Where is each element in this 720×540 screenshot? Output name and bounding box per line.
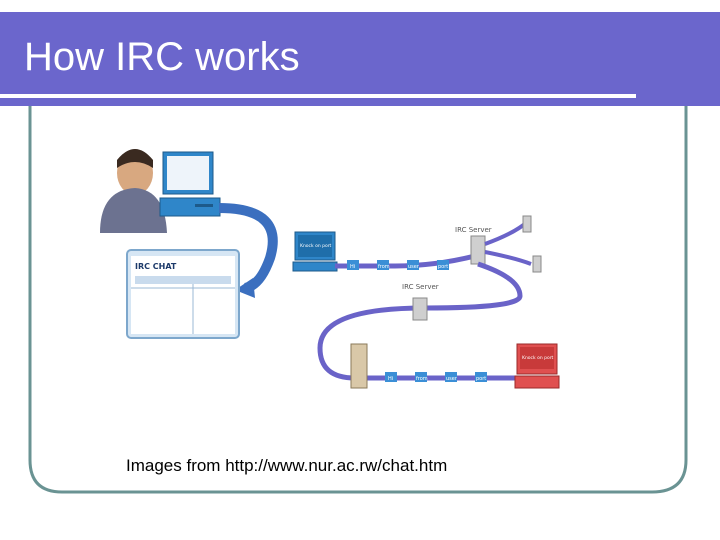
packet-label: user — [408, 264, 420, 270]
slide-title: How IRC works — [24, 35, 300, 79]
arrow-head-icon — [235, 278, 255, 298]
packet-label: from — [378, 264, 390, 270]
title-bar-accent — [634, 94, 720, 106]
image-credit-caption: Images from http://www.nur.ac.rw/chat.ht… — [126, 456, 448, 475]
packet — [415, 372, 427, 382]
server-middle — [412, 297, 428, 321]
user-figure — [100, 149, 167, 233]
cable-loop — [317, 261, 523, 381]
packet-label: user — [446, 376, 458, 382]
packet-label: port — [476, 376, 486, 382]
client-screen-text-red: Knock on port — [522, 355, 554, 361]
client-monitor-red: Knock on port — [514, 343, 560, 389]
client-screen-text: Knock on port — [300, 243, 332, 249]
packet-label: Hi — [350, 264, 355, 270]
packet-label: Hi — [388, 376, 393, 382]
packet — [407, 260, 419, 270]
packet-label: from — [416, 376, 428, 382]
irc-diagram: IRC CHAT Knock on port Hi from user port… — [100, 149, 560, 389]
client-monitor-blue: Knock on port — [292, 231, 338, 272]
server-top — [470, 235, 486, 265]
tower-computer — [350, 343, 368, 389]
server-node-small — [522, 215, 532, 233]
packet — [445, 372, 457, 382]
title-underline — [0, 94, 636, 98]
packet — [377, 260, 389, 270]
server-label-middle: IRC Server — [402, 283, 439, 291]
server-node-small — [532, 255, 542, 273]
title-bar — [0, 12, 720, 106]
packet-label: port — [438, 264, 448, 270]
irc-chat-window: IRC CHAT — [126, 249, 240, 339]
cable-top — [335, 253, 476, 269]
packets-top: Hi from user port — [347, 260, 449, 270]
packet — [385, 372, 397, 382]
chat-window-title: IRC CHAT — [135, 262, 177, 271]
user-computer — [159, 151, 221, 217]
packets-bottom: Hi from user port — [385, 372, 487, 382]
packet — [437, 260, 449, 270]
server-label-top: IRC Server — [455, 226, 492, 234]
packet — [347, 260, 359, 270]
arrow-curve — [218, 203, 278, 293]
packet — [475, 372, 487, 382]
